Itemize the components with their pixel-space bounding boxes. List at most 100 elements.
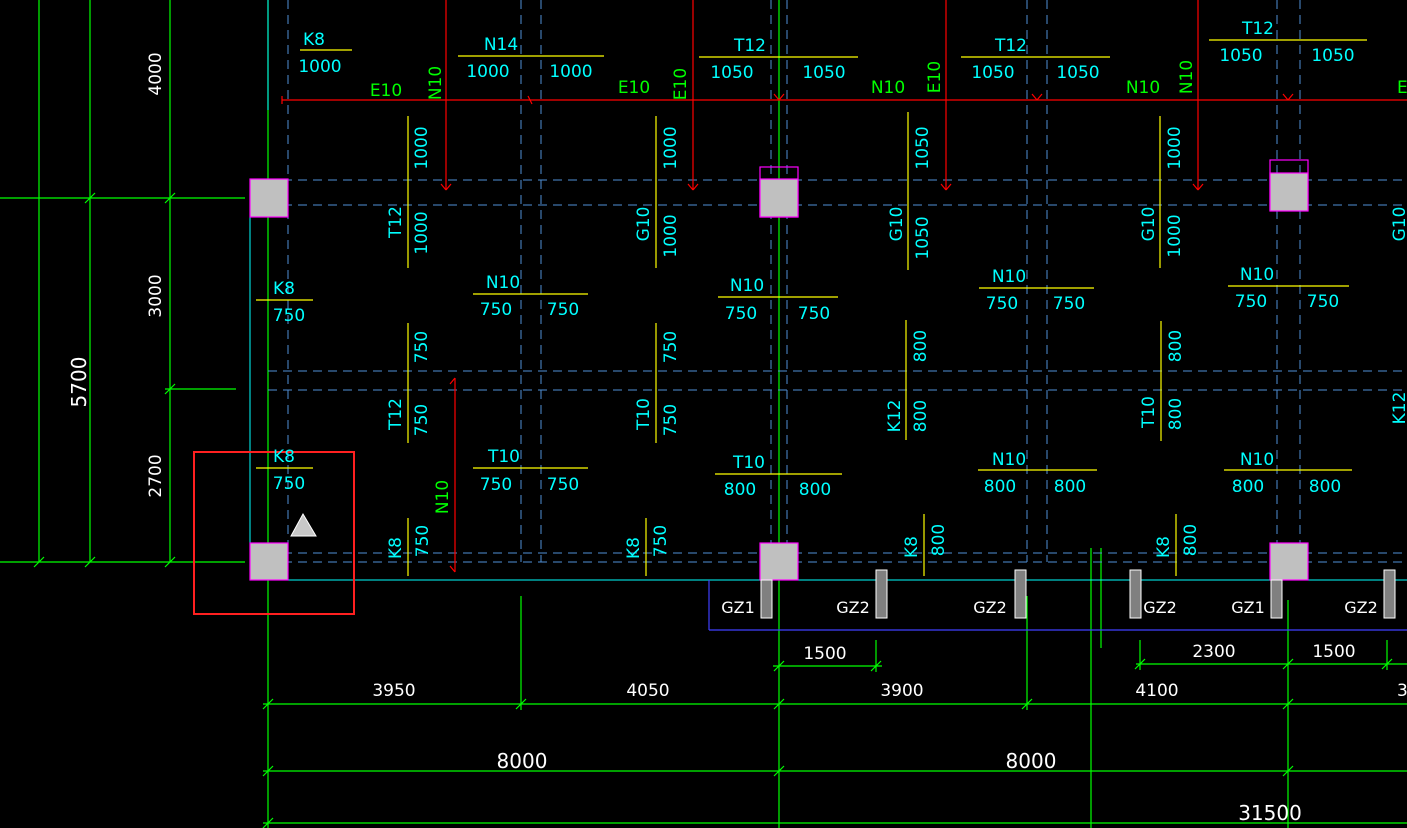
triangle-marker-icon[interactable] bbox=[290, 512, 317, 537]
neg-rebar-label[interactable]: E10 bbox=[671, 68, 691, 100]
gz-post[interactable] bbox=[875, 569, 888, 619]
rebar-label[interactable]: K8 bbox=[386, 537, 406, 559]
gz-post[interactable] bbox=[1270, 579, 1283, 619]
rebar-label[interactable]: T12 bbox=[1241, 19, 1274, 39]
rebar-label[interactable]: 750 bbox=[661, 331, 681, 363]
gz-post[interactable] bbox=[1129, 569, 1142, 619]
rebar-label[interactable]: 1050 bbox=[802, 63, 845, 83]
gz-post[interactable] bbox=[1014, 569, 1027, 619]
rebar-label[interactable]: 1050 bbox=[971, 63, 1014, 83]
gz-label[interactable]: GZ1 bbox=[721, 598, 755, 617]
rebar-label[interactable]: 800 bbox=[724, 480, 756, 500]
rebar-label[interactable]: 750 bbox=[480, 475, 512, 495]
rebar-label[interactable]: G10 bbox=[1139, 207, 1159, 242]
rebar-label[interactable]: N10 bbox=[486, 273, 520, 293]
rebar-label[interactable]: 800 bbox=[1166, 398, 1186, 430]
rebar-label[interactable]: 1050 bbox=[710, 63, 753, 83]
rebar-label[interactable]: N10 bbox=[1240, 265, 1274, 285]
rebar-label[interactable]: N10 bbox=[730, 276, 764, 296]
gz-post[interactable] bbox=[1383, 569, 1396, 619]
rebar-label[interactable]: 750 bbox=[1307, 292, 1339, 312]
rebar-label[interactable]: 750 bbox=[273, 306, 305, 326]
rebar-label[interactable]: 1000 bbox=[466, 62, 509, 82]
rebar-label[interactable]: G10 bbox=[634, 207, 654, 242]
rebar-label[interactable]: G10 bbox=[1390, 207, 1407, 242]
rebar-label[interactable]: 750 bbox=[413, 525, 433, 557]
rebar-label[interactable]: 750 bbox=[661, 404, 681, 436]
rebar-label[interactable]: 800 bbox=[799, 480, 831, 500]
rebar-label[interactable]: 800 bbox=[1181, 524, 1201, 556]
gz-label[interactable]: GZ2 bbox=[1344, 598, 1378, 617]
rebar-label[interactable]: K8 bbox=[303, 30, 325, 50]
rebar-label[interactable]: K8 bbox=[902, 536, 922, 558]
rebar-label[interactable]: K8 bbox=[1154, 536, 1174, 558]
column[interactable] bbox=[249, 542, 289, 581]
rebar-label[interactable]: 750 bbox=[725, 304, 757, 324]
rebar-label[interactable]: 800 bbox=[1309, 477, 1341, 497]
rebar-label[interactable]: 750 bbox=[273, 474, 305, 494]
rebar-label[interactable]: 750 bbox=[480, 300, 512, 320]
rebar-label[interactable]: 1000 bbox=[298, 57, 341, 77]
gz-label[interactable]: GZ2 bbox=[1143, 598, 1177, 617]
neg-rebar-label[interactable]: N10 bbox=[1126, 78, 1160, 98]
neg-rebar-label[interactable]: N10 bbox=[426, 66, 446, 100]
rebar-label[interactable]: 1050 bbox=[1056, 63, 1099, 83]
rebar-label[interactable]: T10 bbox=[487, 447, 520, 467]
rebar-label[interactable]: 1000 bbox=[412, 211, 432, 254]
gz-post[interactable] bbox=[760, 579, 773, 619]
selection-box[interactable] bbox=[193, 451, 355, 615]
rebar-label[interactable]: 750 bbox=[1053, 294, 1085, 314]
neg-rebar-label[interactable]: E10 bbox=[618, 78, 650, 98]
neg-rebar-label[interactable]: N10 bbox=[871, 78, 905, 98]
rebar-label[interactable]: 800 bbox=[911, 330, 931, 362]
rebar-label[interactable]: 800 bbox=[1232, 477, 1264, 497]
rebar-label[interactable]: T10 bbox=[732, 453, 765, 473]
neg-rebar-label[interactable]: E10 bbox=[1397, 78, 1407, 98]
rebar-label[interactable]: 750 bbox=[798, 304, 830, 324]
rebar-label[interactable]: N10 bbox=[992, 450, 1026, 470]
column[interactable] bbox=[249, 178, 289, 218]
rebar-label[interactable]: K8 bbox=[273, 447, 295, 467]
rebar-label[interactable]: 800 bbox=[1054, 477, 1086, 497]
rebar-label[interactable]: N10 bbox=[1240, 450, 1274, 470]
rebar-label[interactable]: K8 bbox=[624, 537, 644, 559]
rebar-label[interactable]: T12 bbox=[386, 206, 406, 239]
rebar-label[interactable]: K12 bbox=[885, 400, 905, 433]
rebar-label[interactable]: K8 bbox=[273, 279, 295, 299]
rebar-label[interactable]: 1000 bbox=[661, 214, 681, 257]
rebar-label[interactable]: 750 bbox=[1235, 292, 1267, 312]
column[interactable] bbox=[759, 178, 799, 218]
neg-rebar-label[interactable]: E10 bbox=[370, 81, 402, 101]
rebar-label[interactable]: T12 bbox=[733, 36, 766, 56]
rebar-label[interactable]: 1000 bbox=[412, 126, 432, 169]
rebar-label[interactable]: 1000 bbox=[1165, 214, 1185, 257]
rebar-label[interactable]: 1050 bbox=[1219, 46, 1262, 66]
rebar-label[interactable]: 1050 bbox=[913, 126, 933, 169]
rebar-label[interactable]: 800 bbox=[1166, 330, 1186, 362]
rebar-label[interactable]: 1050 bbox=[913, 216, 933, 259]
gz-label[interactable]: GZ1 bbox=[1231, 598, 1265, 617]
gz-label[interactable]: GZ2 bbox=[836, 598, 870, 617]
rebar-label[interactable]: 750 bbox=[547, 300, 579, 320]
neg-rebar-label[interactable]: N10 bbox=[433, 480, 453, 514]
rebar-label[interactable]: 1050 bbox=[1311, 46, 1354, 66]
rebar-label[interactable]: 800 bbox=[911, 400, 931, 432]
rebar-label[interactable]: 750 bbox=[986, 294, 1018, 314]
rebar-label[interactable]: 1000 bbox=[661, 126, 681, 169]
rebar-label[interactable]: T12 bbox=[994, 36, 1027, 56]
rebar-label[interactable]: N10 bbox=[992, 267, 1026, 287]
rebar-label[interactable]: 750 bbox=[547, 475, 579, 495]
rebar-label[interactable]: T10 bbox=[634, 398, 654, 431]
neg-rebar-label[interactable]: E10 bbox=[925, 61, 945, 93]
column[interactable] bbox=[759, 542, 799, 581]
rebar-label[interactable]: 750 bbox=[651, 525, 671, 557]
rebar-label[interactable]: 750 bbox=[412, 331, 432, 363]
rebar-label[interactable]: 1000 bbox=[549, 62, 592, 82]
rebar-label[interactable]: K12 bbox=[1390, 392, 1407, 425]
column[interactable] bbox=[1269, 542, 1309, 581]
column[interactable] bbox=[1269, 172, 1309, 212]
rebar-label[interactable]: 800 bbox=[984, 477, 1016, 497]
rebar-label[interactable]: 1000 bbox=[1165, 126, 1185, 169]
rebar-label[interactable]: 750 bbox=[412, 404, 432, 436]
